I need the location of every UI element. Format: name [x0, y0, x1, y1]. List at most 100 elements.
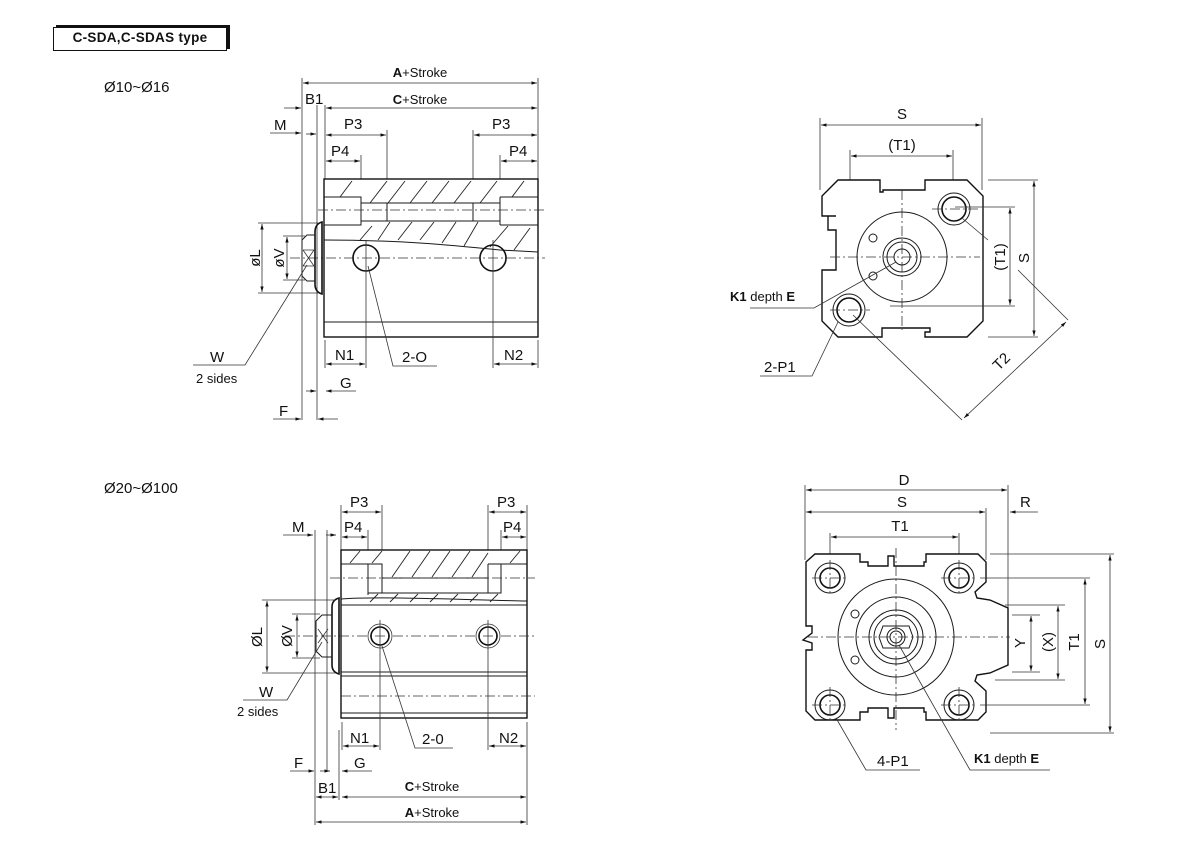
dim-phi-l-label: øL — [247, 249, 264, 267]
label-ports: 2-0 — [422, 731, 444, 748]
dim-n2-label: N2 — [504, 347, 523, 364]
dim-t1-top-label: (T1) — [888, 137, 916, 154]
dim-b1-label: B1 — [318, 780, 336, 797]
dim-t1-side-label: T1 — [1066, 633, 1083, 651]
rod-hex — [878, 625, 914, 649]
dim-m-label: M — [274, 117, 287, 134]
dim-t1-side-label: (T1) — [992, 243, 1009, 271]
leader-ports — [381, 645, 453, 749]
port-channel — [387, 202, 473, 222]
label-w-note: 2 sides — [237, 704, 279, 719]
leader-ports — [367, 265, 437, 367]
dim-phi-v-label: øV — [271, 248, 288, 267]
rod-ring — [882, 237, 922, 277]
dim-n2-label: N2 — [499, 730, 518, 747]
section-break-line — [323, 239, 539, 253]
label-k1: K1 depth E — [730, 289, 795, 304]
leader-w — [193, 264, 308, 366]
ext-line — [961, 217, 989, 241]
leader-k1 — [898, 644, 1050, 771]
dim-p4-right-label: P4 — [503, 519, 521, 536]
dim-p3-right-label: P3 — [497, 494, 515, 511]
rod-ring — [868, 609, 924, 665]
dim-n1-label: N1 — [335, 347, 354, 364]
dim-s-top-label: S — [897, 106, 907, 123]
lower-range-label: Ø20~Ø100 — [104, 480, 178, 497]
port-bore — [499, 196, 538, 226]
drawing-title-box: C-SDA,C-SDAS type — [53, 27, 227, 51]
dim-b1-label: B1 — [305, 91, 323, 108]
dim-g-label: G — [354, 755, 366, 772]
leader-p1 — [760, 321, 839, 377]
label-k1: K1 depth E — [974, 751, 1039, 766]
rod-end — [301, 234, 315, 282]
snap-hole — [850, 609, 860, 619]
mount-holes — [812, 560, 977, 723]
dim-c-stroke-label: C+Stroke — [393, 92, 448, 107]
lower-end-view: D S R T1 — [801, 472, 1114, 771]
dim-t1-top-label: T1 — [891, 518, 909, 535]
upper-end-view: S (T1) S (T1) T2 — [730, 106, 1069, 421]
section-hatch — [339, 180, 531, 251]
rod-ring — [855, 596, 937, 678]
dim-s-top-label: S — [897, 494, 907, 511]
ext-line — [1017, 269, 1069, 321]
dim-p3-left-label: P3 — [344, 116, 362, 133]
wrench-flat-icon — [317, 628, 329, 644]
dim-y-label: Y — [1012, 638, 1029, 648]
dim-c-stroke-label: C+Stroke — [405, 779, 460, 794]
dim-a-stroke-label: A+Stroke — [405, 805, 460, 820]
port-bore — [361, 202, 388, 222]
rod-ring — [873, 614, 919, 660]
leader-w — [243, 641, 323, 701]
dim-p4-right-label: P4 — [509, 143, 527, 160]
dim-n1-label: N1 — [350, 730, 369, 747]
cylinder-body — [340, 549, 528, 719]
wrench-flat-icon — [302, 249, 315, 267]
lower-side-view: P3 P3 P4 P4 M — [237, 494, 535, 825]
label-p1: 4-P1 — [877, 753, 909, 770]
label-ports: 2-O — [402, 349, 427, 366]
rod-thread — [886, 627, 906, 647]
dim-d-label: D — [899, 472, 910, 489]
leader-p1 — [835, 717, 920, 771]
rod-boss-ring — [856, 211, 948, 303]
port-bore — [324, 196, 362, 226]
dim-p3-right-label: P3 — [492, 116, 510, 133]
upper-side-view: A+Stroke C+Stroke B1 M P3 P3 P4 P4 — [193, 65, 545, 421]
section-break-line — [340, 597, 528, 602]
snap-hole — [868, 233, 878, 243]
dim-phi-v-label: ØV — [279, 625, 296, 647]
end-plate-outline — [821, 179, 984, 338]
ext-line — [852, 314, 963, 421]
label-w: W — [210, 349, 225, 366]
dim-p4-left-label: P4 — [331, 143, 349, 160]
label-w-note: 2 sides — [196, 371, 238, 386]
dim-s-side-label: S — [1092, 639, 1109, 649]
dim-p4-left-label: P4 — [344, 519, 362, 536]
piston-rod-flange — [314, 220, 323, 296]
dim-s-side-label: S — [1016, 253, 1033, 263]
dim-a-stroke-label: A+Stroke — [393, 65, 448, 80]
dim-p3-left-label: P3 — [350, 494, 368, 511]
rod-boss-ring — [837, 578, 955, 696]
rod-end — [315, 614, 332, 658]
dim-t2 — [963, 321, 1067, 419]
dim-f-label: F — [294, 755, 303, 772]
rod-ring — [886, 241, 918, 273]
dim-t2-label: T2 — [990, 350, 1014, 374]
dim-phi-l-label: ØL — [249, 627, 266, 647]
upper-range-label: Ø10~Ø16 — [104, 79, 170, 96]
snap-hole — [850, 655, 860, 665]
rod-thread-inner — [889, 630, 903, 644]
dim-g-label: G — [340, 375, 352, 392]
rod-thread — [893, 248, 911, 266]
label-p1: 2-P1 — [764, 359, 796, 376]
label-w: W — [259, 684, 274, 701]
snap-hole — [868, 271, 878, 281]
dim-m-label: M — [292, 519, 305, 536]
dim-r-label: R — [1020, 494, 1031, 511]
drawing-title: C-SDA,C-SDAS type — [72, 30, 208, 45]
dim-x-label: (X) — [1040, 632, 1057, 652]
